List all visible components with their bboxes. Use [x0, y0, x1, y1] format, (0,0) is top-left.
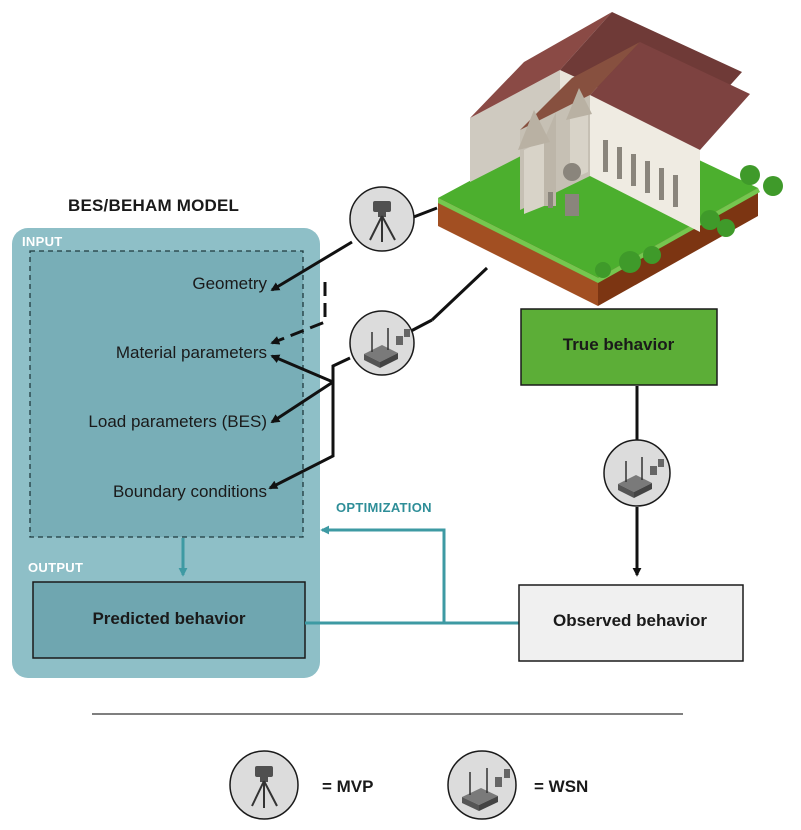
true-behavior-box — [520, 308, 718, 386]
input-label: INPUT — [22, 234, 63, 249]
input-dashed-box — [29, 250, 304, 538]
predicted-behavior-label: Predicted behavior — [92, 609, 246, 628]
legend-mvp-label: = MVP — [322, 777, 374, 796]
building-to-wsn-line — [430, 266, 489, 322]
church-illustration — [438, 12, 783, 306]
param-material: Material parameters — [115, 343, 267, 362]
optimization-loop — [305, 525, 519, 625]
param-boundary: Boundary conditions — [112, 482, 267, 501]
wsn-icon-observation — [603, 439, 671, 507]
param-load: Load parameters (BES) — [88, 412, 267, 431]
legend-wsn-icon — [447, 750, 517, 820]
output-label: OUTPUT — [28, 560, 84, 575]
param-geometry: Geometry — [192, 274, 267, 293]
predicted-box — [32, 581, 306, 659]
legend-mvp-icon — [229, 750, 299, 820]
wsn-icon-diagram — [349, 310, 415, 376]
model-title: BES/BEHAM MODEL — [68, 196, 240, 215]
optimization-label: OPTIMIZATION — [336, 500, 432, 515]
mvp-icon-diagram — [349, 186, 415, 252]
measurement-arrows — [268, 206, 438, 490]
observed-behavior-label: Observed behavior — [552, 611, 707, 630]
legend-wsn-label: = WSN — [534, 777, 589, 796]
observed-behavior-box — [518, 584, 744, 662]
true-behavior-label: True behavior — [562, 335, 675, 354]
